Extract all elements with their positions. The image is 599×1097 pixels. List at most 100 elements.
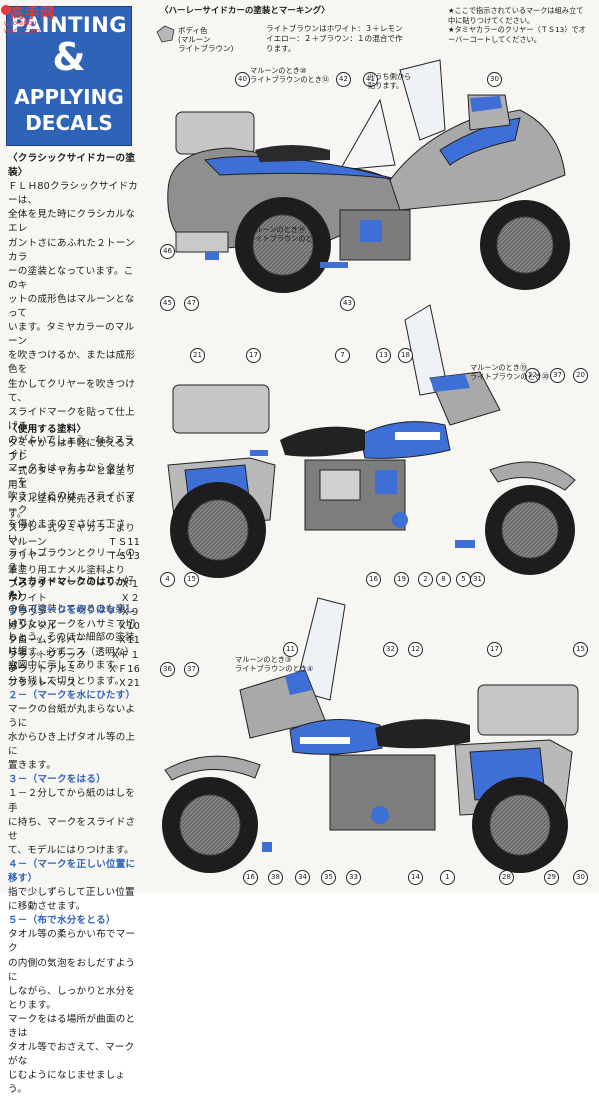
- watermark-icon: [1, 5, 11, 15]
- callout-number: 34: [295, 870, 310, 885]
- mix-note-1: ライトブラウンはホワイト：３＋レモン: [266, 24, 403, 33]
- decal-step-line: て、モデルにはりつけます。: [8, 844, 134, 856]
- callout-number: 20: [573, 368, 588, 383]
- note-d1-right: ⑪うち側から 貼ります。: [368, 72, 412, 90]
- callout-number: 32: [383, 642, 398, 657]
- paint-name: ブラウン: [8, 607, 48, 619]
- paint-name: ガンメタル: [8, 621, 57, 633]
- title-line-3: APPLYING: [14, 85, 124, 109]
- callout-number: 47: [184, 296, 199, 311]
- decal-step-line: タオル等の柔らかい布でマーク: [8, 929, 136, 955]
- decal-footer: マークをはる場所が曲面のときはタオル等でおさえて、マークがなじむようになじませま…: [8, 1013, 140, 1097]
- intro-body: ＦＬＨ80クラシックサイドカーは、全体を見た時にクラシカルなエレガントさにあふれ…: [8, 180, 140, 673]
- swatch-label-3: ライトブラウン): [178, 44, 234, 53]
- intro-line: 立図中に示してあります。: [8, 660, 124, 672]
- callout-number: 30: [487, 72, 502, 87]
- diagram-sidecar: [167, 59, 570, 293]
- intro-section: 〈クラシックサイドカーの塗装〉 ＦＬＨ80クラシックサイドカーは、全体を見た時に…: [8, 152, 140, 673]
- intro-heading: 〈クラシックサイドカーの塗装〉: [8, 153, 136, 179]
- trunk-2: [172, 384, 270, 434]
- enamel-heading: 筆塗り用エナメル塗料より: [8, 564, 126, 576]
- paint-code: Ｘ10: [117, 621, 140, 633]
- intro-line: ライトブラウンとクリームの２ト: [8, 547, 136, 573]
- paint-name: フラットアルミ: [8, 663, 77, 675]
- callout-number: 37: [184, 662, 199, 677]
- paint-name: フラットベース: [8, 677, 77, 689]
- paint-code: ＸＦ16: [107, 663, 140, 675]
- callout-number: 16: [243, 870, 258, 885]
- paints-heading: 〈使用する塗料〉: [8, 424, 87, 435]
- fork-blue-mark: [455, 540, 475, 548]
- callout-number: 30: [573, 870, 588, 885]
- decal-step-title: ３－（マークをはる）: [8, 774, 106, 786]
- paints-line: ー式のタミヤカラーと筆塗り用エ: [8, 466, 136, 492]
- front-wheel-spokes-3: [179, 794, 241, 856]
- tank-3-logo: [300, 737, 350, 744]
- fork-3-blue: [262, 842, 272, 852]
- right-note-4: ーバーコートしてください。: [448, 34, 541, 44]
- paint-code: ＴＳ13: [107, 550, 140, 562]
- paint-code: ＴＳ11: [107, 536, 140, 548]
- rear-wheel-spokes-1: [252, 214, 314, 276]
- decal-step-line: はりたいマークをハサミで切りと: [8, 619, 136, 645]
- callout-number: 4: [160, 572, 175, 587]
- rear-wheel-spokes-3: [489, 794, 551, 856]
- rear-wheel-spokes-2: [187, 499, 249, 561]
- fender-blue: [439, 117, 521, 166]
- paint-row: ガンメタル Ｘ10: [8, 620, 140, 634]
- engine-cover-blue: [392, 512, 408, 528]
- mix-note: ライトブラウンはホワイト：３＋レモン イエロー：２＋ブラウン：１の混合で作 りま…: [266, 24, 403, 54]
- fairing-2-blue: [430, 374, 470, 392]
- fairing-blue: [470, 96, 502, 112]
- diagram-other-side: [162, 597, 579, 873]
- paints-line: ナメル塗料が発売されています。: [8, 494, 136, 520]
- decal-footer-line: タオル等でおさえて、マークがな: [8, 1042, 135, 1068]
- callout-number: 7: [335, 348, 350, 363]
- trunk-3: [477, 684, 579, 736]
- intro-line: の色で塗装してみるのも楽しいで: [8, 604, 136, 630]
- callout-number: 17: [487, 642, 502, 657]
- motorcycle-diagrams: [162, 59, 579, 873]
- callout-number: 37: [550, 368, 565, 383]
- title-line-4: DECALS: [25, 111, 113, 135]
- decal-step-title: ２－（マークを水にひたす）: [8, 689, 136, 701]
- decal-step-line: の内側の気泡をおしだすように: [8, 957, 136, 983]
- intro-line: ーの塗装となっています。このキ: [8, 265, 134, 291]
- callout-number: 28: [499, 870, 514, 885]
- seat-2: [280, 426, 365, 457]
- paint-row: フラットアルミ ＸＦ16: [8, 663, 140, 677]
- watermark-logo: 高手网 gao-shou-wang.com: [1, 2, 66, 35]
- decal-step-line: マークの台紙が丸まらないように: [8, 703, 136, 729]
- intro-line: しょう。そのほか細部の塗装は組: [8, 632, 135, 658]
- intro-line: います。タミヤカラーのマルーン: [8, 322, 135, 348]
- callout-number: 36: [160, 662, 175, 677]
- decal-step-line: に移動させます。: [8, 901, 86, 913]
- sidecar-screen-shape: [339, 98, 396, 171]
- callout-number: 29: [544, 870, 559, 885]
- paint-code: Ｘ９: [120, 607, 140, 619]
- paints-section: 〈使用する塗料〉 タミヤからは手軽に使えるスプレー式のタミヤカラーと筆塗り用エナ…: [8, 423, 140, 691]
- decal-step-line: 置きます。: [8, 760, 57, 772]
- paint-name: フラットブラック: [8, 649, 87, 661]
- callout-number: 19: [394, 572, 409, 587]
- callout-number: 43: [340, 296, 355, 311]
- intro-line: 生かしてクリヤーを吹きつけて、: [8, 378, 136, 404]
- note-d1-lower: マルーンのとき⑭ ライトブラウンのとき⑮: [248, 225, 328, 243]
- intro-line: ＦＬＨ80クラシックサイドカーは、: [8, 181, 138, 207]
- paint-code: Ｘ１: [120, 579, 140, 591]
- front-fender-2: [489, 461, 576, 491]
- frame-blue-mark: [320, 262, 348, 268]
- mix-note-2: イエロー：２＋ブラウン：１の混合で作: [266, 34, 403, 43]
- intro-line: ットの成形色はマルーンとなって: [8, 293, 135, 320]
- paint-row: クリヤー ＴＳ13: [8, 550, 140, 564]
- title-ampersand: &: [52, 35, 86, 79]
- callout-number: 31: [470, 572, 485, 587]
- title-line-1: PAINTING: [10, 13, 128, 37]
- swatch-label-1: ボディ色: [178, 26, 208, 35]
- paint-code: Ｘ２: [120, 593, 140, 605]
- paint-name: クリヤー: [8, 550, 48, 562]
